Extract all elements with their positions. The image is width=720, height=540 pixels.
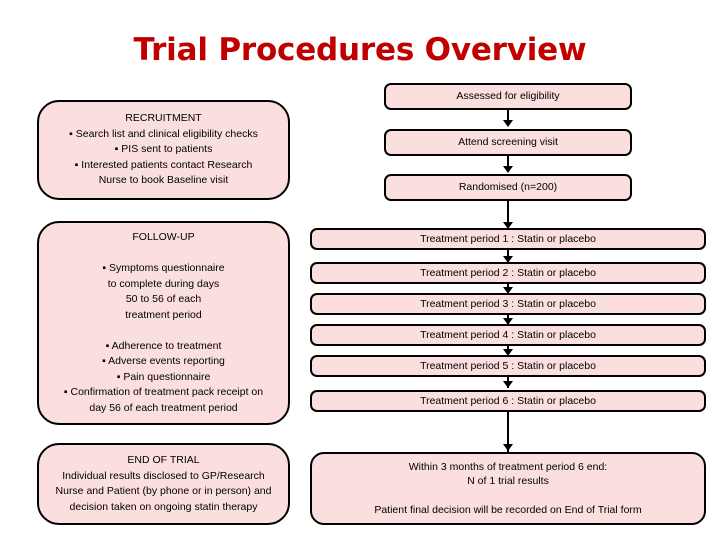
treatment-period-1-label: Treatment period 1 : Statin or placebo	[420, 232, 596, 245]
page-title: Trial Procedures Overview	[133, 32, 587, 68]
treatment-period-4-label: Treatment period 4 : Statin or placebo	[420, 328, 596, 341]
arrowhead-period6-to-results	[503, 444, 513, 451]
attend-screening-visit-box: Attend screening visit	[384, 129, 632, 156]
treatment-period-2-label: Treatment period 2 : Statin or placebo	[420, 266, 596, 279]
arrowhead-randomised-to-period1	[503, 222, 513, 229]
connector-randomised-to-period1	[507, 201, 509, 226]
randomised-label: Randomised (n=200)	[458, 181, 558, 194]
treatment-period-2-box: Treatment period 2 : Statin or placebo	[310, 262, 706, 284]
connector-assessed-to-screening	[507, 110, 509, 123]
assessed-for-eligibility-label: Assessed for eligibility	[456, 90, 560, 103]
arrowhead-period5-to-period6	[503, 381, 513, 388]
treatment-period-5-box: Treatment period 5 : Statin or placebo	[310, 355, 706, 377]
follow-up-box: FOLLOW-UP ▪ Symptoms questionnaire to co…	[37, 221, 290, 425]
end-of-trial-text: END OF TRIAL Individual results disclose…	[55, 454, 272, 513]
randomised-box: Randomised (n=200)	[384, 174, 632, 201]
arrowhead-screening-to-randomised	[503, 166, 513, 173]
treatment-period-1-box: Treatment period 1 : Statin or placebo	[310, 228, 706, 250]
treatment-period-5-label: Treatment period 5 : Statin or placebo	[420, 359, 596, 372]
trial-results-text: Within 3 months of treatment period 6 en…	[374, 460, 642, 517]
arrowhead-period2-to-period3	[503, 287, 513, 294]
arrowhead-assessed-to-screening	[503, 120, 513, 127]
trial-results-box: Within 3 months of treatment period 6 en…	[310, 452, 706, 525]
assessed-for-eligibility-box: Assessed for eligibility	[384, 83, 632, 110]
arrowhead-period1-to-period2	[503, 256, 513, 263]
connector-screening-to-randomised	[507, 156, 509, 169]
attend-screening-visit-label: Attend screening visit	[458, 136, 558, 149]
treatment-period-4-box: Treatment period 4 : Statin or placebo	[310, 324, 706, 346]
connector-period6-to-results	[507, 412, 509, 452]
treatment-period-6-label: Treatment period 6 : Statin or placebo	[420, 394, 596, 407]
recruitment-text: RECRUITMENT ▪ Search list and clinical e…	[69, 112, 258, 187]
connector-period1-to-period2	[507, 250, 509, 260]
arrowhead-period3-to-period4	[503, 318, 513, 325]
follow-up-text: FOLLOW-UP ▪ Symptoms questionnaire to co…	[63, 231, 264, 414]
treatment-period-6-box: Treatment period 6 : Statin or placebo	[310, 390, 706, 412]
treatment-period-3-box: Treatment period 3 : Statin or placebo	[310, 293, 706, 315]
arrowhead-period4-to-period5	[503, 349, 513, 356]
treatment-period-3-label: Treatment period 3 : Statin or placebo	[420, 297, 596, 310]
recruitment-box: RECRUITMENT ▪ Search list and clinical e…	[37, 100, 290, 200]
end-of-trial-box: END OF TRIAL Individual results disclose…	[37, 443, 290, 525]
